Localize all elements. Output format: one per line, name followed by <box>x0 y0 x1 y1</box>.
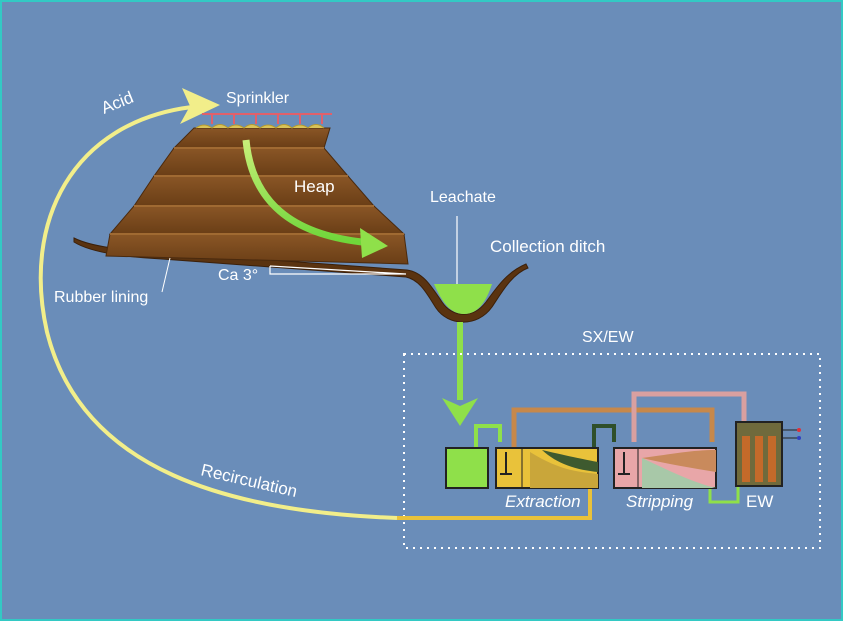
leachate-arrowhead <box>442 398 478 426</box>
leachate-label: Leachate <box>430 189 496 206</box>
recirculation-pipe <box>397 486 592 520</box>
sx-ew-box <box>403 353 821 549</box>
extraction-label: Extraction <box>505 492 581 511</box>
acid-label: Acid <box>98 88 136 118</box>
collection-ditch-label: Collection ditch <box>490 237 605 256</box>
sprinkler <box>202 113 332 124</box>
ew-cell <box>735 421 801 487</box>
recirculation-label: Recirculation <box>199 460 299 501</box>
leachate-pool <box>434 284 492 314</box>
angle-indicator <box>269 265 407 275</box>
process-pipes <box>474 391 747 504</box>
leach-flow-arrow <box>242 139 363 246</box>
extraction-tank <box>495 447 599 489</box>
heap-label: Heap <box>294 177 335 196</box>
rubber-lining-label: Rubber lining <box>54 289 148 306</box>
recirculation-line <box>38 105 398 520</box>
stripping-label: Stripping <box>626 492 694 511</box>
rubber-lining <box>73 237 529 323</box>
feed-tank <box>445 447 489 489</box>
rubber-lining-leader <box>161 257 171 293</box>
ew-label: EW <box>746 492 773 511</box>
angle-label: Ca 3° <box>218 267 258 284</box>
sx-ew-label: SX/EW <box>582 329 634 346</box>
heap <box>105 124 409 265</box>
acid-arrowhead <box>180 88 220 124</box>
sprinkler-label: Sprinkler <box>226 90 290 107</box>
stripping-tank <box>613 447 717 489</box>
